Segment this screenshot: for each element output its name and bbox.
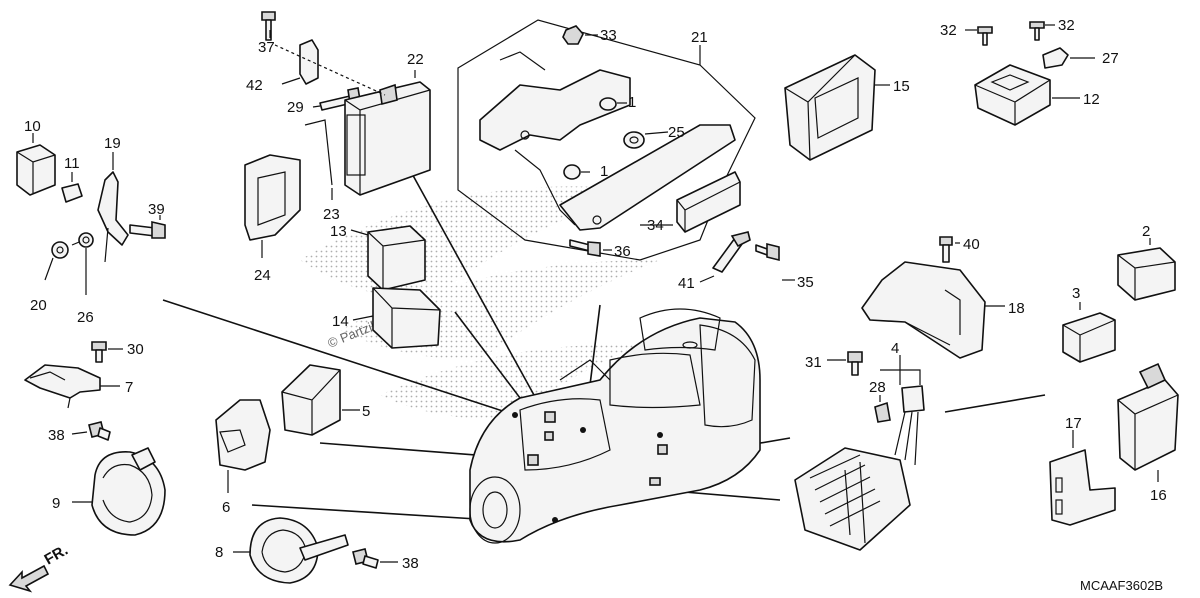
front-direction-label: FR. <box>42 542 71 569</box>
part-25-grommet: 25 <box>623 124 685 149</box>
callout-3: 3 <box>1072 285 1080 302</box>
callout-17: 17 <box>1065 415 1082 432</box>
callout-41: 41 <box>678 275 695 292</box>
part-bracket-assembly <box>479 51 736 231</box>
part-20-nut: 20 <box>30 241 69 314</box>
callout-35: 35 <box>797 274 814 291</box>
part-31-bolt: 31 <box>805 351 863 376</box>
callout-10: 10 <box>24 118 41 135</box>
part-5-cover: 5 <box>281 364 370 436</box>
callout-28: 28 <box>869 379 886 396</box>
part-1-grommet-upper: 1 <box>599 94 636 111</box>
part-41-clamp: 41 <box>678 231 751 292</box>
callout-1b: 1 <box>600 163 608 180</box>
part-6-bracket: 6 <box>215 399 271 516</box>
callout-30: 30 <box>127 341 144 358</box>
callout-39: 39 <box>148 201 165 218</box>
callout-6: 6 <box>222 499 230 516</box>
part-32-screw-left: 32 <box>940 22 993 46</box>
part-39-bolt: 39 <box>129 201 166 239</box>
part-24-bracket: 24 <box>244 154 301 284</box>
callout-2: 2 <box>1142 223 1150 240</box>
callout-40: 40 <box>963 236 980 253</box>
callout-7: 7 <box>125 379 133 396</box>
part-35-bolt: 35 <box>755 242 814 291</box>
part-38-bolt-upper: 38 <box>48 421 111 444</box>
callout-13: 13 <box>330 223 347 240</box>
part-32-screw-right: 32 <box>1029 17 1075 41</box>
callout-4: 4 <box>891 340 899 357</box>
part-19-bracket: 19 <box>71 135 129 263</box>
motorcycle-outline <box>469 308 761 544</box>
callout-38a: 38 <box>48 427 65 444</box>
callout-37: 37 <box>258 39 275 56</box>
callout-14: 14 <box>332 313 349 330</box>
callout-9: 9 <box>52 495 60 512</box>
callout-25: 25 <box>668 124 685 141</box>
callout-38b: 38 <box>402 555 419 572</box>
part-38-bolt-lower: 38 <box>352 548 419 572</box>
part-42-clip: 42 <box>246 39 319 94</box>
part-11-fuse: 11 <box>61 155 83 203</box>
callout-5: 5 <box>362 403 370 420</box>
callout-36: 36 <box>614 243 631 260</box>
part-7-sensor: 7 <box>24 364 133 409</box>
diagram-code: MCAAF3602B <box>1080 578 1163 593</box>
part-1-grommet-lower: 1 <box>563 163 608 180</box>
callout-24: 24 <box>254 267 271 284</box>
part-3-cover: 3 <box>1062 285 1116 363</box>
callout-32b: 32 <box>1058 17 1075 34</box>
part-30-bolt: 30 <box>91 341 144 363</box>
callout-33: 33 <box>600 27 617 44</box>
part-22-control-unit: 22 <box>274 44 431 196</box>
part-17-bracket: 17 <box>1049 415 1116 526</box>
part-23-stay: 23 <box>304 119 340 223</box>
part-15-ecm: 15 <box>784 54 910 161</box>
callout-20: 20 <box>30 297 47 314</box>
part-16-unit: 16 <box>1117 362 1179 504</box>
callout-15: 15 <box>893 78 910 95</box>
callout-1a: 1 <box>628 94 636 111</box>
part-27-clip: 27 <box>1042 47 1119 69</box>
part-2-cap: 2 <box>1117 223 1176 301</box>
callout-11: 11 <box>64 155 80 172</box>
callout-34: 34 <box>647 217 664 234</box>
callout-8: 8 <box>215 544 223 561</box>
part-40-bolt: 40 <box>939 236 980 263</box>
part-34-module: 34 <box>640 171 741 234</box>
part-36-bolt: 36 <box>569 239 631 260</box>
part-18-bracket: 18 <box>861 261 1025 359</box>
part-4-wire-harness: 4 <box>880 340 925 466</box>
part-13-unit: 13 <box>330 223 426 291</box>
front-direction-arrow: FR. <box>8 542 71 593</box>
callout-22: 22 <box>407 51 424 68</box>
callout-19: 19 <box>104 135 121 152</box>
part-37-bolt: 37 <box>258 11 276 56</box>
part-12-unit: 12 <box>974 64 1100 126</box>
part-8-horn: 8 <box>215 517 349 584</box>
part-33-nut: 33 <box>562 25 617 45</box>
part-28-clip: 28 <box>869 379 891 423</box>
callout-26: 26 <box>77 309 94 326</box>
callout-27: 27 <box>1102 50 1119 67</box>
part-regulator-rectifier <box>794 447 911 551</box>
callout-12: 12 <box>1083 91 1100 108</box>
callout-18: 18 <box>1008 300 1025 317</box>
callout-42: 42 <box>246 77 263 94</box>
callout-31: 31 <box>805 354 822 371</box>
part-9-horn: 9 <box>52 447 166 536</box>
part-14-unit: 14 <box>332 287 441 349</box>
callout-29: 29 <box>287 99 304 116</box>
callout-32a: 32 <box>940 22 957 39</box>
callout-21: 21 <box>691 29 708 46</box>
callout-23: 23 <box>323 206 340 223</box>
part-26-collar: 26 <box>77 232 94 326</box>
part-10-relay: 10 <box>16 118 56 196</box>
callout-16: 16 <box>1150 487 1167 504</box>
